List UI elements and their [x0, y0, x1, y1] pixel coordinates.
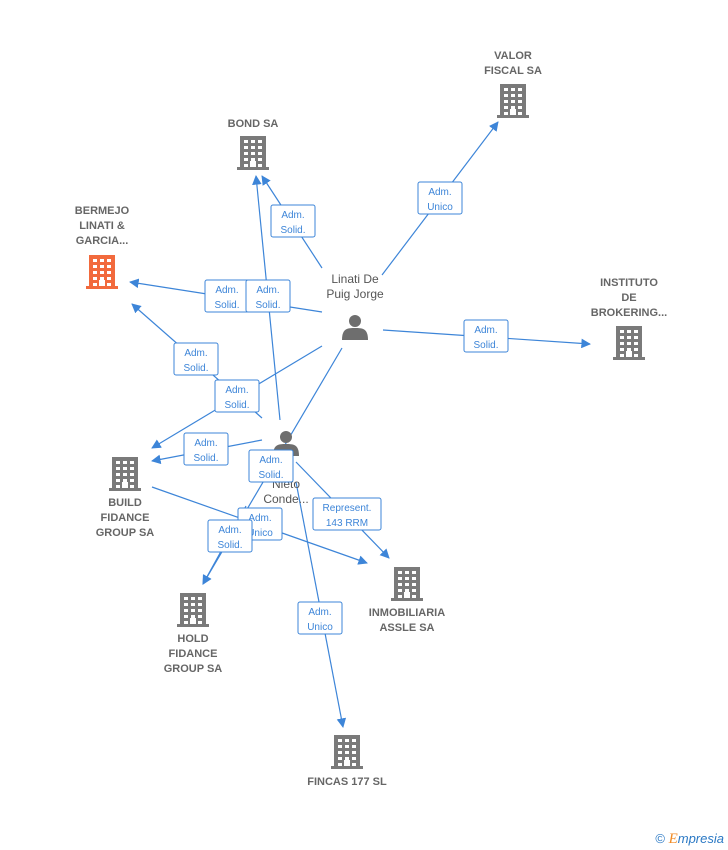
edge-badge-text: Adm. [184, 348, 207, 359]
edge-badge-text: Adm. [248, 513, 271, 524]
edge-badge-linati-bermejo[interactable]: Adm. Solid. [204, 279, 250, 313]
edge-badge-text: Adm. [194, 438, 217, 449]
edge-badge-box [312, 497, 382, 531]
edge-badge-linati-instituto[interactable]: Adm. Solid. [463, 319, 509, 353]
company-label-fincas: FINCAS 177 SL [307, 776, 387, 788]
person-icon-linati[interactable] [342, 315, 368, 340]
edge-badge-linati-build[interactable]: Adm. Solid. [214, 379, 260, 413]
building-icon-fincas[interactable] [331, 735, 363, 769]
edge-badge-linati-bond[interactable]: Adm. Solid. [270, 204, 316, 238]
edge-badge-text: 143 RRM [326, 518, 368, 529]
edge-badge-linati-valor[interactable]: Adm. Unico [417, 181, 463, 215]
edge-badge-text: Adm. [218, 525, 241, 536]
edge-badge-text: Solid. [217, 540, 242, 551]
edge-badge-text: Adm. [281, 210, 304, 221]
edge-badge-text: Adm. [215, 285, 238, 296]
company-label-bond: BOND SA [228, 118, 279, 130]
edge-badge-linati-hold[interactable]: Adm. Solid. [248, 449, 294, 483]
edge-badge-text: Adm. [256, 285, 279, 296]
edge-badge-text: Solid. [258, 470, 283, 481]
copyright-symbol: © [655, 831, 665, 846]
edge-badge-text: Represent. [323, 503, 372, 514]
building-icon-bermejo[interactable] [86, 255, 118, 289]
edge-badge-text: Adm. [428, 187, 451, 198]
edge-badge-text: Adm. [474, 325, 497, 336]
brand-name: mpresia [677, 831, 724, 846]
building-icon-inmobiliaria[interactable] [391, 567, 423, 601]
building-icon-valor[interactable] [497, 84, 529, 118]
edge-badge-box [183, 432, 229, 466]
edge-badge-text: Adm. [259, 455, 282, 466]
edge-badge-text: Solid. [255, 300, 280, 311]
edge-badge-nieto-build[interactable]: Adm. Solid. [183, 432, 229, 466]
edge-badge-text: Unico [307, 622, 333, 633]
edge-badge-box [245, 279, 291, 313]
edge-badge-text: Unico [427, 202, 453, 213]
edge-badge-box [173, 342, 219, 376]
edge-badge-box [214, 379, 260, 413]
building-icon-instituto[interactable] [613, 326, 645, 360]
edge-badge-text: Unico [247, 528, 273, 539]
building-icon-build[interactable] [109, 457, 141, 491]
edge-badge-box [207, 519, 253, 553]
edge-badge-box [417, 181, 463, 215]
edge-badge-nieto-bond[interactable]: Adm. Solid. [245, 279, 291, 313]
edge-badge-nieto-inmobiliaria[interactable]: Represent. 143 RRM [312, 497, 382, 531]
badges-layer: Adm.UnicoAdm.Solid.Adm.Solid.Adm.Solid.A… [173, 181, 509, 635]
brand-initial: E [668, 831, 678, 847]
edge-badge-box [248, 449, 294, 483]
edge-badge-text: Adm. [308, 607, 331, 618]
edge-badge-text: Solid. [473, 340, 498, 351]
edge-badge-box [270, 204, 316, 238]
edge-badge-text: Adm. [225, 385, 248, 396]
edge-badge-nieto-bermejo[interactable]: Adm. Solid. [173, 342, 219, 376]
building-icon-hold[interactable] [177, 593, 209, 627]
edge-badge-text: Solid. [280, 225, 305, 236]
edge-badge-text: Solid. [214, 300, 239, 311]
building-icon-bond[interactable] [237, 136, 269, 170]
edge-badge-text: Solid. [183, 363, 208, 374]
edge-badge-text: Solid. [193, 453, 218, 464]
edge-badge-box [297, 601, 343, 635]
edge-badge-text: Solid. [224, 400, 249, 411]
edge-badge-build-hold[interactable]: Adm. Solid. [207, 519, 253, 553]
footer-brand[interactable]: © Empresia [655, 831, 724, 848]
edge-badge-nieto-fincas[interactable]: Adm. Unico [297, 601, 343, 635]
edge-badge-box [463, 319, 509, 353]
